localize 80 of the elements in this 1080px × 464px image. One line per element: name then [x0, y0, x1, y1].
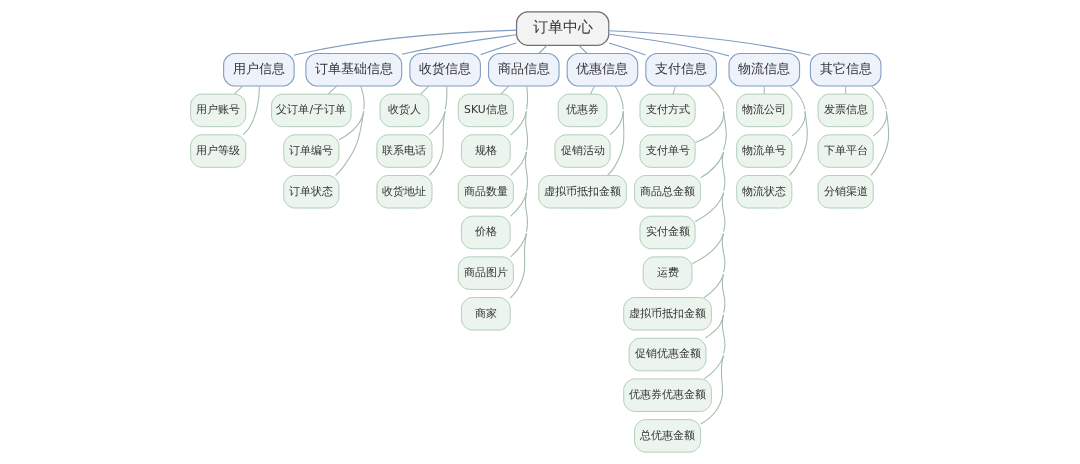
node-box: 商家	[460, 297, 511, 331]
node-box: 分销渠道	[817, 175, 874, 209]
node-box: 用户等级	[190, 134, 247, 168]
connector	[703, 314, 726, 380]
node-box: 订单状态	[283, 175, 340, 209]
node-box: 下单平台	[817, 134, 874, 168]
node-box: 价格	[460, 215, 511, 250]
connector	[509, 232, 528, 299]
connector	[845, 85, 847, 95]
node-box: 订单编号	[283, 134, 340, 168]
node-box: 物流信息	[728, 52, 801, 87]
connector	[704, 273, 726, 339]
node-box: 商品总金额	[634, 175, 701, 209]
node-box: 用户信息	[223, 52, 295, 87]
node-box: 物流状态	[736, 175, 793, 209]
node-box: 用户账号	[190, 93, 247, 128]
node-box: 物流单号	[736, 134, 793, 168]
node-box: 收货人	[379, 93, 430, 128]
node-box: 规格	[460, 134, 511, 168]
node-box: 支付方式	[639, 93, 696, 128]
connector	[578, 44, 588, 54]
node-box: 优惠券	[557, 93, 608, 128]
node-box: 其它信息	[809, 52, 882, 87]
connector	[608, 30, 811, 56]
connector	[420, 85, 430, 95]
connector	[763, 85, 765, 95]
node-box: 发票信息	[817, 93, 874, 128]
connector	[694, 151, 726, 222]
connector	[608, 33, 730, 57]
node-box: 订单基础信息	[305, 52, 403, 87]
connector	[510, 151, 529, 217]
connector	[700, 110, 727, 179]
connector	[703, 232, 726, 299]
node-box: 订单中心	[515, 11, 610, 46]
connector	[694, 85, 725, 144]
node-box: SKU信息	[457, 93, 514, 128]
connector	[480, 42, 517, 56]
connector	[609, 85, 624, 136]
node-box: 联系电话	[376, 134, 433, 168]
node-box: 支付单号	[639, 134, 696, 168]
connector	[401, 34, 517, 55]
connector	[500, 85, 509, 95]
connector	[789, 85, 806, 137]
node-box: 实付金额	[639, 215, 696, 250]
node-box: 商品信息	[488, 52, 560, 87]
node-box: 收货信息	[409, 52, 481, 87]
connector	[338, 85, 365, 141]
node-box: 支付信息	[645, 52, 717, 87]
node-box: 父订单/子订单	[271, 93, 352, 128]
connector	[510, 192, 529, 258]
connector	[334, 110, 365, 176]
connector	[871, 85, 888, 137]
node-box: 虚拟币抵扣金额	[538, 175, 627, 209]
node-box: 优惠信息	[566, 52, 639, 87]
connector	[510, 85, 529, 136]
connector	[428, 85, 448, 136]
node-box: 收货地址	[376, 175, 433, 209]
connector	[293, 29, 517, 56]
node-box: 商品数量	[457, 175, 514, 209]
connector	[242, 85, 260, 136]
connector	[428, 110, 446, 176]
connector	[327, 85, 338, 95]
node-box: 虚拟币抵扣金额	[623, 297, 712, 331]
connector	[233, 85, 244, 95]
connector	[870, 110, 890, 176]
connector	[691, 192, 726, 265]
connector	[672, 85, 677, 95]
connector	[788, 110, 808, 176]
node-box: 运费	[642, 256, 693, 290]
node-box: 促销优惠金额	[628, 337, 707, 372]
connector	[608, 42, 647, 56]
connector	[700, 354, 725, 425]
node-box: 优惠券优惠金额	[623, 378, 712, 412]
connector	[589, 85, 595, 95]
connector	[510, 110, 529, 176]
connector	[538, 44, 548, 54]
node-box: 商品图片	[457, 256, 514, 290]
node-box: 物流公司	[736, 93, 793, 128]
node-box: 促销活动	[554, 134, 611, 168]
node-box: 总优惠金额	[634, 419, 701, 453]
